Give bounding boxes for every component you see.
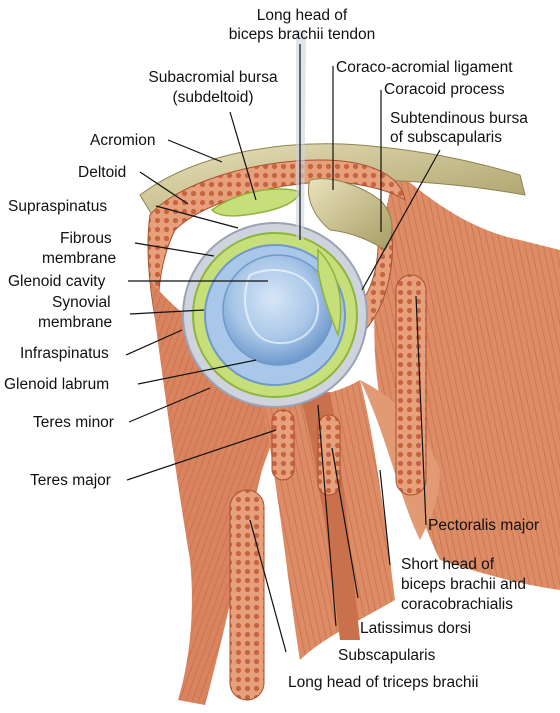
label-synovial-membrane-1: Synovial	[52, 294, 111, 311]
label-synovial-membrane-2: membrane	[38, 314, 112, 331]
label-long-head-biceps-1: Long head of	[257, 7, 348, 24]
label-subacromial-bursa-2: (subdeltoid)	[173, 89, 254, 106]
labels: Long head of biceps brachii tendon Corac…	[4, 7, 539, 691]
label-teres-major: Teres major	[30, 472, 111, 489]
label-glenoid-cavity: Glenoid cavity	[8, 273, 106, 290]
label-short-head-biceps-1: Short head of	[401, 556, 495, 573]
label-fibrous-membrane-1: Fibrous	[60, 230, 112, 247]
label-coraco-acromial-ligament: Coraco-acromial ligament	[336, 59, 513, 76]
label-coracoid-process: Coracoid process	[384, 81, 505, 98]
label-glenoid-labrum: Glenoid labrum	[4, 376, 109, 393]
label-supraspinatus: Supraspinatus	[8, 198, 107, 215]
label-pectoralis-major: Pectoralis major	[428, 517, 539, 534]
label-teres-minor: Teres minor	[33, 414, 114, 431]
label-subscapularis: Subscapularis	[338, 647, 436, 664]
label-short-head-biceps-3: coracobrachialis	[401, 596, 513, 613]
label-long-head-biceps-2: biceps brachii tendon	[229, 26, 376, 43]
coracoid-process	[307, 178, 393, 251]
label-subacromial-bursa-1: Subacromial bursa	[148, 69, 278, 86]
label-subtendinous-bursa-1: Subtendinous bursa	[390, 110, 528, 127]
label-fibrous-membrane-2: membrane	[42, 250, 116, 267]
label-short-head-biceps-2: biceps brachii and	[401, 576, 526, 593]
biceps-tendon	[296, 30, 306, 240]
leader-lines	[125, 44, 441, 653]
label-latissimus-dorsi: Latissimus dorsi	[360, 620, 471, 637]
label-long-head-triceps: Long head of triceps brachii	[288, 674, 478, 691]
label-acromion: Acromion	[90, 132, 155, 149]
label-infraspinatus: Infraspinatus	[20, 345, 109, 362]
label-subtendinous-bursa-2: of subscapularis	[390, 129, 502, 146]
label-deltoid: Deltoid	[78, 164, 126, 181]
joint-capsule	[182, 222, 368, 408]
